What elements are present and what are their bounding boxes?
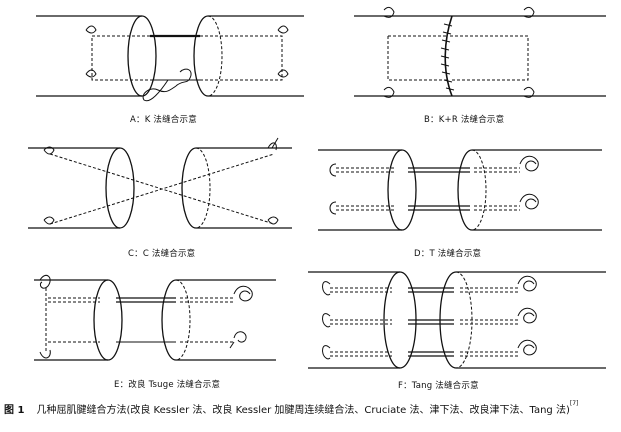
modified-tsuge-diagram bbox=[34, 274, 276, 361]
tang-diagram bbox=[308, 271, 606, 369]
panel-b-kessler-running: B：K+R 法缝合示意 bbox=[340, 0, 621, 130]
caption-f: F：Tang 法缝合示意 bbox=[398, 381, 479, 391]
caption-d: D：T 法缝合示意 bbox=[414, 249, 482, 259]
figure-reference: [7] bbox=[569, 400, 579, 407]
caption-b: B：K+R 法缝合示意 bbox=[424, 115, 505, 125]
kessler-diagram bbox=[36, 15, 304, 102]
kessler-running-diagram bbox=[354, 6, 606, 98]
tsuge-diagram bbox=[318, 149, 602, 231]
panel-d-tsuge: D：T 法缝合示意 bbox=[314, 134, 621, 264]
panel-e-modified-tsuge: E：改良 Tsuge 法缝合示意 bbox=[0, 268, 310, 390]
panel-f-tang: F：Tang 法缝合示意 bbox=[300, 264, 621, 391]
panel-c-cruciate: C：C 法缝合示意 bbox=[0, 134, 310, 264]
caption-a: A：K 法缝合示意 bbox=[130, 115, 197, 125]
figure-number: 图 1 bbox=[4, 405, 25, 416]
panel-a-kessler: A：K 法缝合示意 bbox=[0, 0, 310, 130]
figure-caption: 图 1 几种屈肌腱缝合方法(改良 Kessler 法、改良 Kessler 加腱周… bbox=[4, 400, 579, 416]
figure-title: 几种屈肌腱缝合方法(改良 Kessler 法、改良 Kessler 加腱周连续缝… bbox=[36, 405, 570, 416]
caption-e: E：改良 Tsuge 法缝合示意 bbox=[114, 380, 221, 390]
caption-c: C：C 法缝合示意 bbox=[128, 249, 196, 259]
cruciate-diagram bbox=[28, 137, 292, 229]
